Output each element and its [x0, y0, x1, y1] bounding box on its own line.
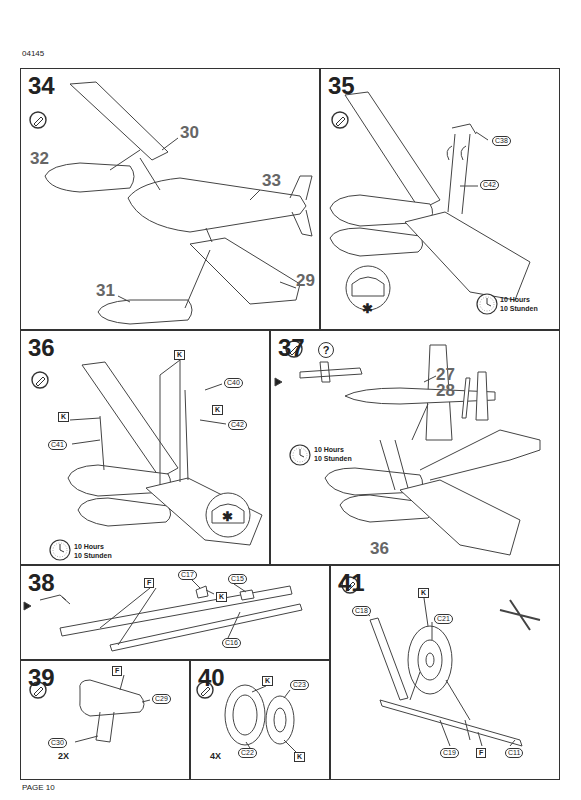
part-code: C42: [228, 420, 247, 430]
part-code: C22: [238, 748, 257, 758]
label: K: [418, 588, 429, 598]
step-number: 34: [28, 74, 55, 98]
label: 10 Hours: [314, 446, 344, 454]
callout-number: 29: [296, 272, 315, 291]
step-panel: 37: [270, 330, 560, 565]
label: 10 Stunden: [74, 552, 112, 560]
step-panel: 35: [320, 68, 560, 330]
callout-number: 31: [96, 282, 115, 301]
label: K: [212, 405, 223, 415]
label: ?: [318, 342, 334, 358]
label: K: [174, 350, 185, 360]
part-code: C23: [290, 680, 309, 690]
label: 2X: [58, 752, 69, 762]
part-code: C18: [352, 606, 371, 616]
label: ✱: [362, 302, 373, 316]
step-number: 36: [28, 336, 55, 360]
part-code: C19: [440, 748, 459, 758]
label: K: [58, 412, 69, 422]
label: 04145: [22, 50, 44, 59]
label: F: [112, 666, 122, 676]
label: 10 Hours: [74, 543, 104, 551]
label: F: [144, 578, 154, 588]
callout-number: 30: [180, 124, 199, 143]
part-code: C21: [434, 614, 453, 624]
step-number: 40: [198, 666, 225, 690]
part-code: C38: [492, 136, 511, 146]
label: 10 Stunden: [314, 455, 352, 463]
step-number: 35: [328, 74, 355, 98]
label: 10 Stunden: [500, 305, 538, 313]
part-code: C16: [222, 638, 241, 648]
step-number: 38: [28, 571, 55, 595]
step-panel: 40: [190, 660, 330, 780]
label: ✱: [222, 510, 233, 524]
part-code: C17: [178, 570, 197, 580]
step-panel: 38: [20, 565, 330, 660]
step-number: 39: [28, 666, 55, 690]
callout-number: 28: [436, 382, 455, 401]
part-code: C29: [152, 694, 171, 704]
label: K: [262, 676, 273, 686]
label: K: [216, 592, 227, 602]
part-code: C15: [228, 574, 247, 584]
callout-number: 33: [262, 172, 281, 191]
part-code: C42: [480, 180, 499, 190]
label: 4X: [210, 752, 221, 762]
callout-number: 32: [30, 150, 49, 169]
step-number: 41: [338, 571, 365, 595]
step-number: 37: [278, 336, 305, 360]
step-panel: 34: [20, 68, 320, 330]
label: 10 Hours: [500, 296, 530, 304]
callout-number: 36: [370, 540, 389, 559]
part-code: C41: [48, 440, 67, 450]
part-code: C11: [505, 748, 523, 758]
label: F: [476, 748, 486, 758]
part-code: C40: [224, 378, 243, 388]
part-code: C30: [48, 738, 67, 748]
step-panel: 39: [20, 660, 190, 780]
label: PAGE 10: [22, 784, 55, 793]
label: K: [294, 752, 305, 762]
